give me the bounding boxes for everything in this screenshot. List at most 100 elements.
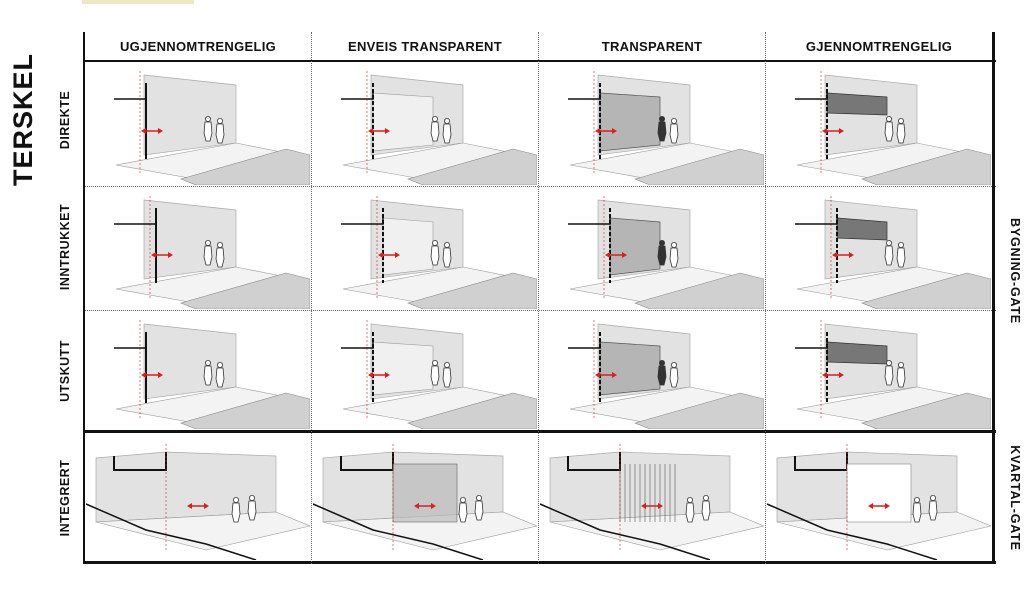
street (634, 392, 764, 429)
person-body (896, 123, 906, 144)
group-label-kvartal-gate: KVARTAL-GATE (1008, 445, 1022, 551)
group-label-bygning-gate: BYGNING-GATE (1008, 218, 1022, 324)
person-body (884, 245, 894, 266)
person-body (685, 502, 695, 523)
illustration-utskutt-ugjennomtrengelig (86, 312, 310, 429)
person-body (203, 121, 213, 142)
person-body (912, 502, 922, 523)
courtyard-ground (95, 511, 310, 551)
row-header-utskutt: UTSKUTT (58, 340, 72, 402)
section-profile (114, 216, 157, 225)
group-divider (83, 430, 996, 433)
wall (143, 323, 237, 400)
arrow-head-right (158, 128, 163, 134)
person-icon (459, 497, 466, 504)
arrow-head-left (141, 372, 146, 378)
person-body (896, 247, 906, 268)
person-body (203, 365, 213, 386)
person-icon (216, 242, 223, 249)
section-profile (795, 216, 838, 225)
illustration-direkte-transparent (540, 63, 764, 185)
section-profile (341, 340, 374, 349)
illustration-direkte-gjennomtrengelig (767, 63, 991, 185)
overhang (826, 92, 888, 116)
row-divider (83, 310, 996, 311)
person-body (430, 121, 440, 142)
street (407, 392, 537, 429)
clear-glass (599, 341, 661, 396)
arrow-head-right (204, 503, 209, 509)
column-divider (311, 32, 312, 564)
top-highlight-mark (82, 0, 194, 4)
street-edge (86, 503, 257, 560)
person-body (215, 367, 225, 388)
arrow-head-right (168, 252, 173, 258)
person-body (884, 121, 894, 142)
street-edge (540, 503, 711, 560)
arrow-head-left (368, 128, 373, 134)
arrow-head-right (385, 372, 390, 378)
section-profile (795, 91, 828, 100)
person-icon (216, 362, 223, 369)
person-body (928, 500, 938, 521)
person-icon (232, 497, 239, 504)
arrow-head-left (187, 503, 192, 509)
person-body (669, 367, 679, 388)
person-icon (913, 497, 920, 504)
person-icon (670, 362, 677, 369)
person-icon (670, 242, 677, 249)
section-profile (341, 216, 384, 225)
person-icon (897, 242, 904, 249)
row-header-inntrukket: INNTRUKKET (58, 203, 72, 291)
illustration-integrert-enveis-transparent (313, 434, 537, 560)
arrow-head-left (378, 252, 383, 258)
person-body (203, 245, 213, 266)
person-body (896, 367, 906, 388)
arrow-head-left (151, 252, 156, 258)
person-body (474, 500, 484, 521)
section-profile (568, 340, 601, 349)
person-icon (897, 362, 904, 369)
reflective-glass (372, 92, 434, 152)
arrow-head-left (641, 503, 646, 509)
open-passage (846, 463, 912, 523)
person-icon (886, 116, 893, 123)
reflective-glass (382, 217, 434, 276)
person-icon (475, 495, 482, 502)
person-icon (443, 242, 450, 249)
right-border (992, 32, 995, 564)
street (180, 392, 310, 429)
person-body (458, 502, 468, 523)
arrow-head-right (385, 128, 390, 134)
left-border (83, 32, 85, 564)
section-profile (795, 340, 828, 349)
person-body (442, 123, 452, 144)
column-header-transparent: TRANSPARENT (601, 39, 703, 54)
perforated-screen (392, 463, 458, 523)
person-icon (929, 495, 936, 502)
illustration-direkte-ugjennomtrengelig (86, 63, 310, 185)
arrow-head-left (822, 372, 827, 378)
person-body (669, 247, 679, 268)
person-body (442, 247, 452, 268)
person-body (247, 500, 257, 521)
arrow-head-left (605, 252, 610, 258)
street (180, 272, 310, 309)
street (407, 272, 537, 309)
overhang (826, 341, 888, 365)
street (861, 392, 991, 429)
person-body (215, 247, 225, 268)
person-body (884, 365, 894, 386)
section-profile (341, 91, 374, 100)
person-body (657, 365, 667, 386)
arrow-head-left (595, 372, 600, 378)
page-title: TERSKEL (8, 52, 38, 186)
arrow-head-left (868, 503, 873, 509)
person-body (430, 245, 440, 266)
person-body (669, 123, 679, 144)
person-body (430, 365, 440, 386)
row-header-direkte: DIREKTE (58, 90, 72, 150)
header-divider (83, 60, 996, 62)
person-icon (205, 116, 212, 123)
column-header-enveis-transparent: ENVEIS TRANSPARENT (348, 39, 502, 54)
